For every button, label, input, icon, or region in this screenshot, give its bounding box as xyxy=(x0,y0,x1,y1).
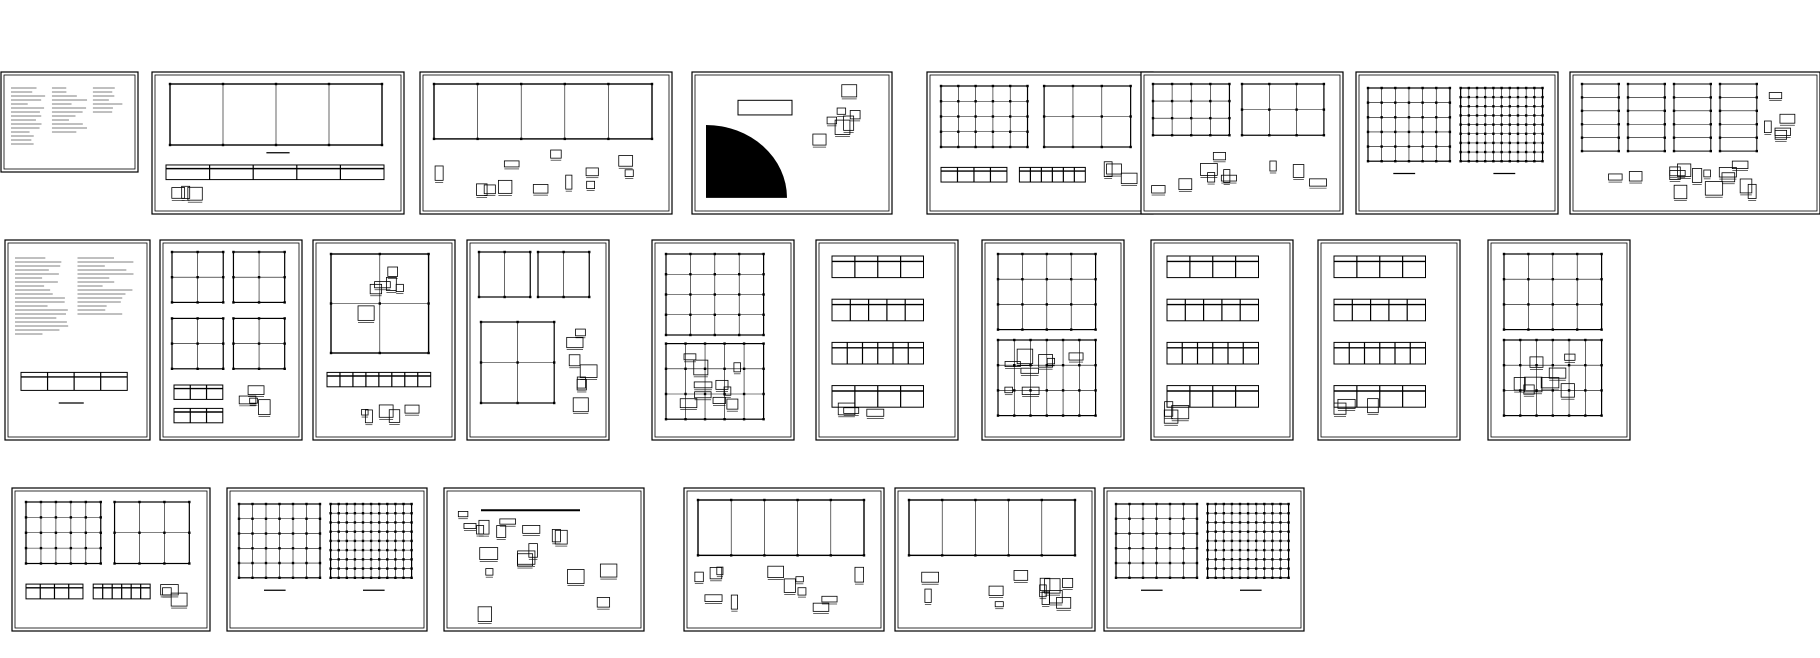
drawing-sheet-16[interactable] xyxy=(1150,239,1294,441)
drawing-sheet-2[interactable] xyxy=(151,71,405,215)
drawing-sheet-7[interactable] xyxy=(1355,71,1559,215)
drawing-sheet-15[interactable] xyxy=(981,239,1125,441)
drawing-sheet-5[interactable] xyxy=(926,71,1154,215)
drawing-sheet-14[interactable] xyxy=(815,239,959,441)
drawing-sheet-21[interactable] xyxy=(443,487,645,632)
drawing-sheet-11[interactable] xyxy=(312,239,456,441)
drawing-sheet-12[interactable] xyxy=(466,239,610,441)
drawing-sheet-18[interactable] xyxy=(1487,239,1631,441)
drawing-sheet-3[interactable] xyxy=(419,71,673,215)
drawing-sheet-4[interactable] xyxy=(691,71,893,215)
drawing-sheet-6[interactable] xyxy=(1140,71,1344,215)
drawing-sheet-1[interactable] xyxy=(0,71,139,173)
drawing-sheet-17[interactable] xyxy=(1317,239,1461,441)
drawing-sheet-23[interactable] xyxy=(894,487,1096,632)
drawing-sheet-19[interactable] xyxy=(11,487,211,632)
drawing-sheet-9[interactable] xyxy=(4,239,151,441)
drawing-sheet-22[interactable] xyxy=(683,487,885,632)
drawing-sheet-8[interactable] xyxy=(1569,71,1820,215)
drawing-sheet-10[interactable] xyxy=(159,239,303,441)
drawing-sheet-24[interactable] xyxy=(1103,487,1305,632)
drawing-sheet-13[interactable] xyxy=(651,239,795,441)
drawing-sheet-20[interactable] xyxy=(226,487,428,632)
